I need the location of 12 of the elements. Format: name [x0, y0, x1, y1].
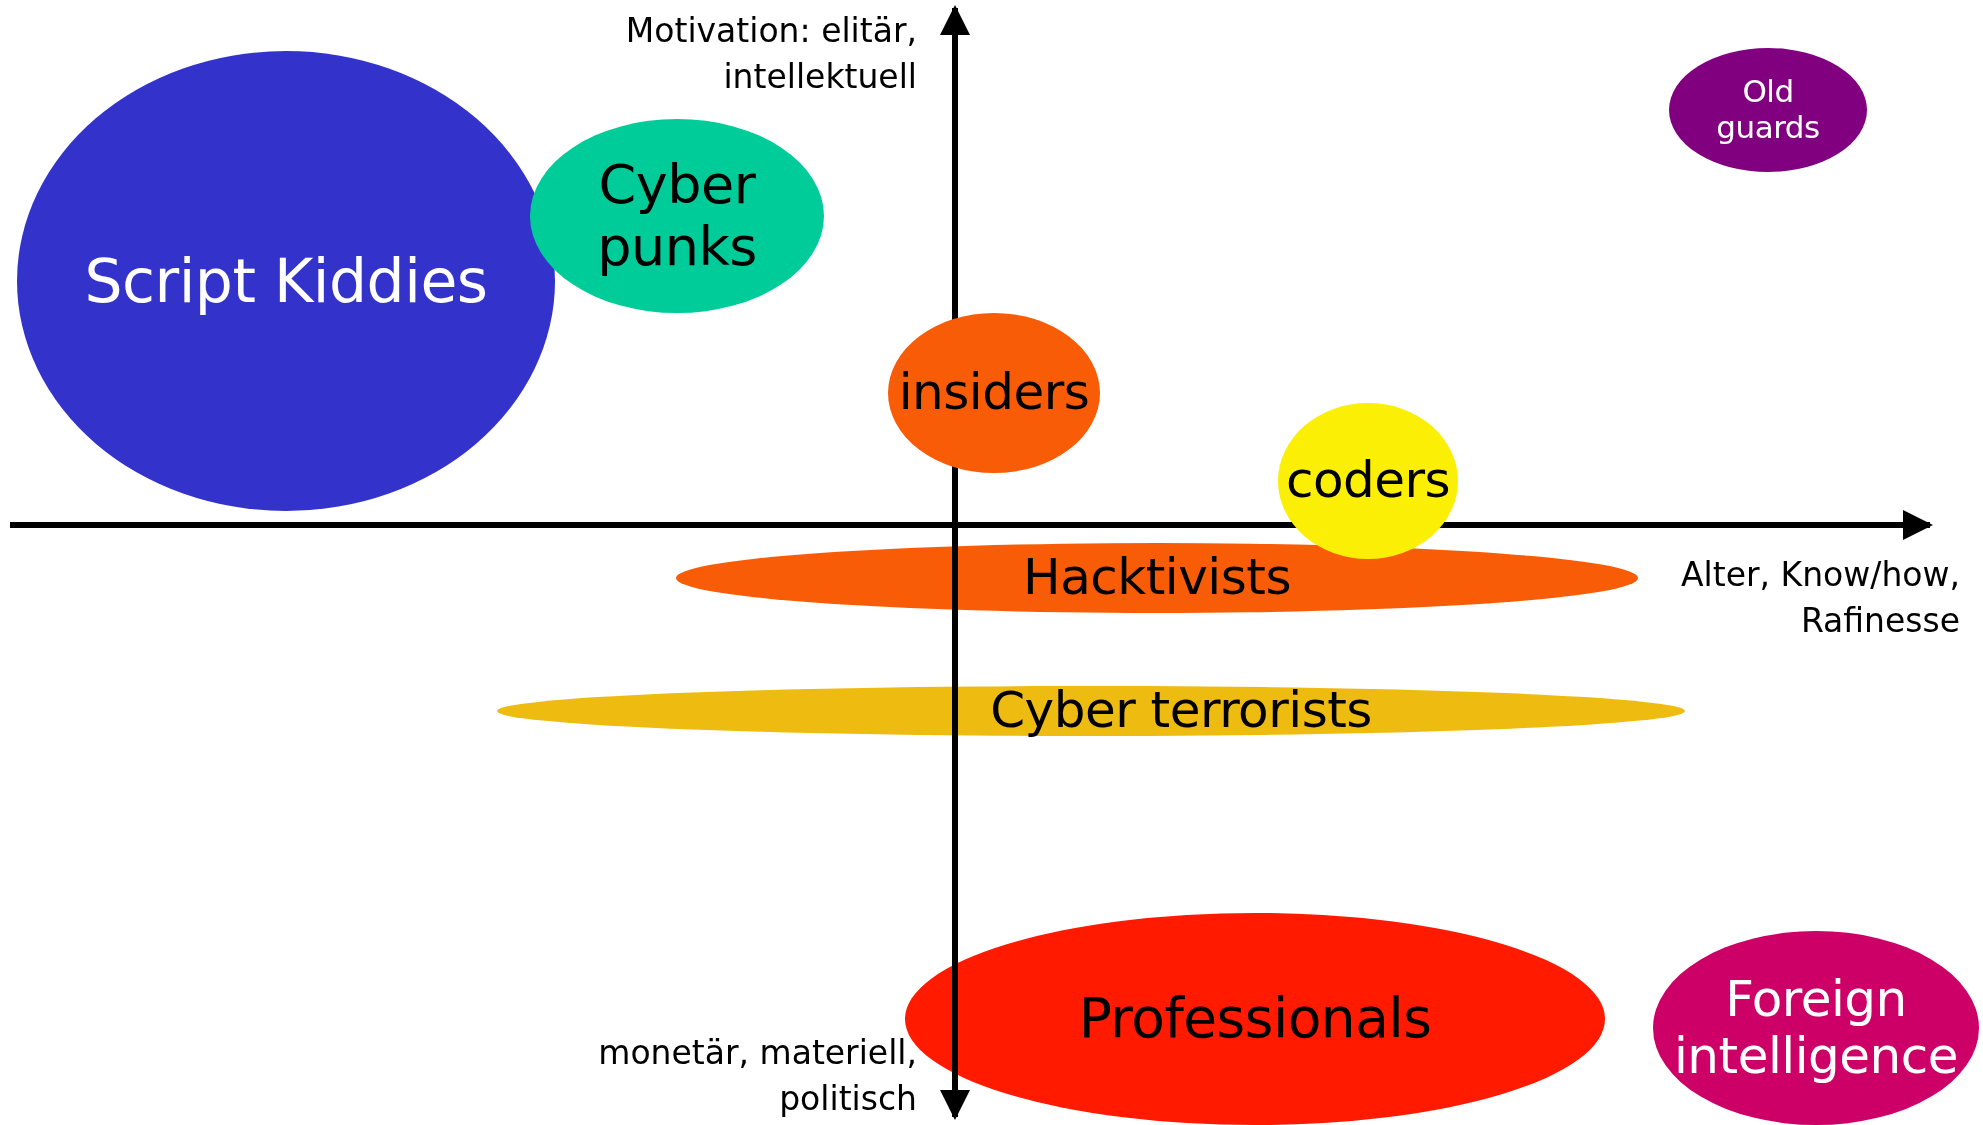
axis-label: monetär, materiell, politisch [597, 1032, 917, 1121]
node-label: Professionals [1078, 987, 1432, 1051]
axis-label: Alter, Know/how, Rafinesse [1680, 554, 1960, 643]
axis-label: Motivation: elitär, intellektuell [624, 10, 917, 99]
node-label: Script Kiddies [84, 246, 488, 316]
node-label: Hacktivists [1023, 549, 1291, 607]
node-label: Old guards [1715, 74, 1821, 146]
node-label: coders [1285, 452, 1451, 510]
node-label: Cyber punks [596, 153, 758, 279]
node-label: Cyber terrorists [990, 682, 1372, 740]
node-label: insiders [898, 364, 1090, 422]
node-label: Foreign intelligence [1672, 970, 1960, 1086]
